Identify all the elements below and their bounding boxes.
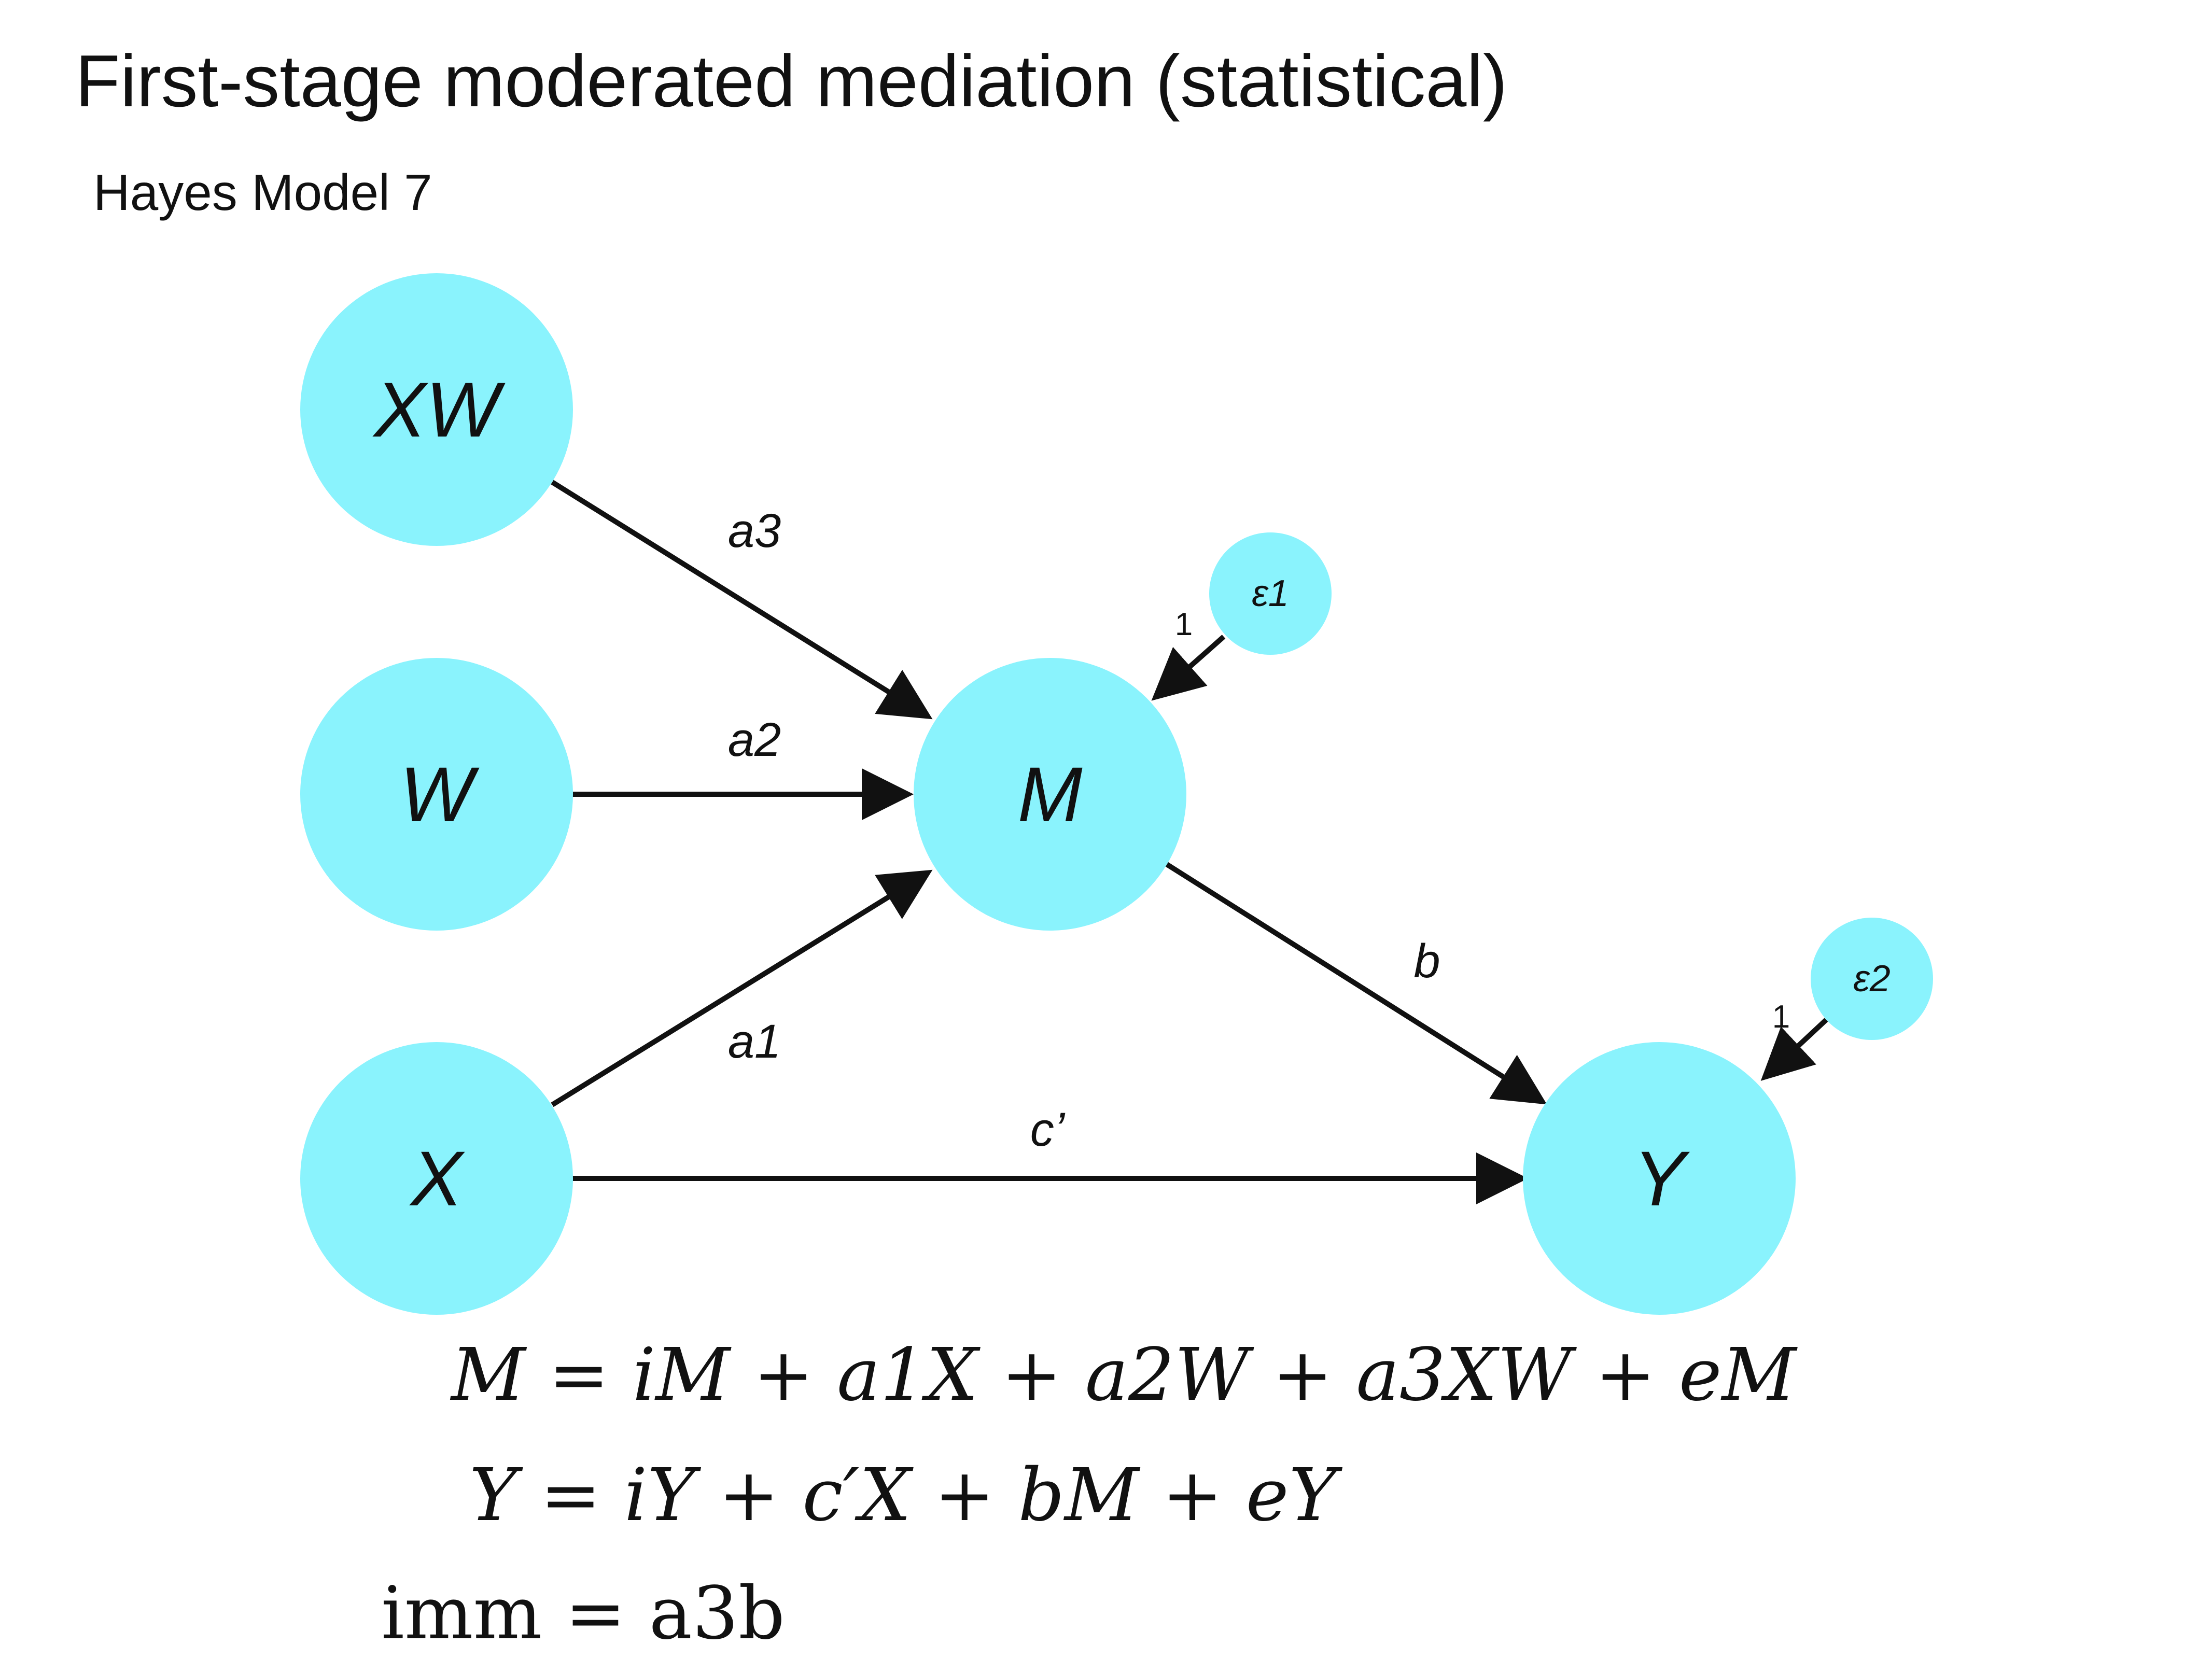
node-x-label: X: [409, 1135, 465, 1222]
arrow-xw-to-m: [551, 480, 933, 720]
node-e2-label: ε2: [1853, 958, 1891, 1000]
equation-imm: imm = a3b: [381, 1571, 785, 1656]
arrow-e1-to-m: [1151, 635, 1226, 701]
node-y: Y: [1523, 1042, 1796, 1315]
node-m: M: [914, 658, 1186, 931]
path-label-b: b: [1413, 935, 1440, 988]
arrow-m-to-y: [1165, 862, 1547, 1105]
node-e1-circle: [1209, 532, 1332, 655]
node-e1: ε1: [1209, 532, 1332, 655]
node-e2-circle: [1811, 918, 1933, 1040]
path-label-a3: a3: [728, 504, 781, 557]
node-e2: ε2: [1811, 918, 1933, 1040]
node-x: X: [300, 1042, 573, 1315]
node-xw-circle: [300, 273, 573, 546]
node-x-circle: [300, 1042, 573, 1315]
path-label-a1: a1: [728, 1015, 781, 1068]
node-m-label: M: [1018, 751, 1083, 838]
page-title: First-stage moderated mediation (statist…: [75, 40, 1507, 122]
node-m-circle: [914, 658, 1186, 931]
arrow-e2-to-y: [1760, 1018, 1828, 1081]
subtitle: Hayes Model 7: [93, 164, 432, 221]
path-label-e2-loading: 1: [1772, 999, 1790, 1035]
path-arrows: [551, 480, 1828, 1204]
node-xw-label: XW: [372, 366, 506, 453]
node-w: W: [300, 658, 573, 931]
arrow-x-to-m: [551, 869, 933, 1107]
node-e1-label: ε1: [1252, 573, 1289, 614]
node-y-label: Y: [1633, 1135, 1690, 1222]
equation-m: M = iM + a1X + a2W + a3XW + eM: [450, 1333, 1798, 1417]
node-y-circle: [1523, 1042, 1796, 1315]
path-label-a2: a2: [728, 713, 781, 766]
node-w-circle: [300, 658, 573, 931]
equation-y: Y = iY + c′X + bM + eY: [469, 1453, 1343, 1538]
path-label-c-prime: c’: [1030, 1103, 1066, 1156]
node-xw: XW: [300, 273, 573, 546]
path-label-e1-loading: 1: [1175, 607, 1193, 642]
node-w-label: W: [400, 751, 480, 838]
